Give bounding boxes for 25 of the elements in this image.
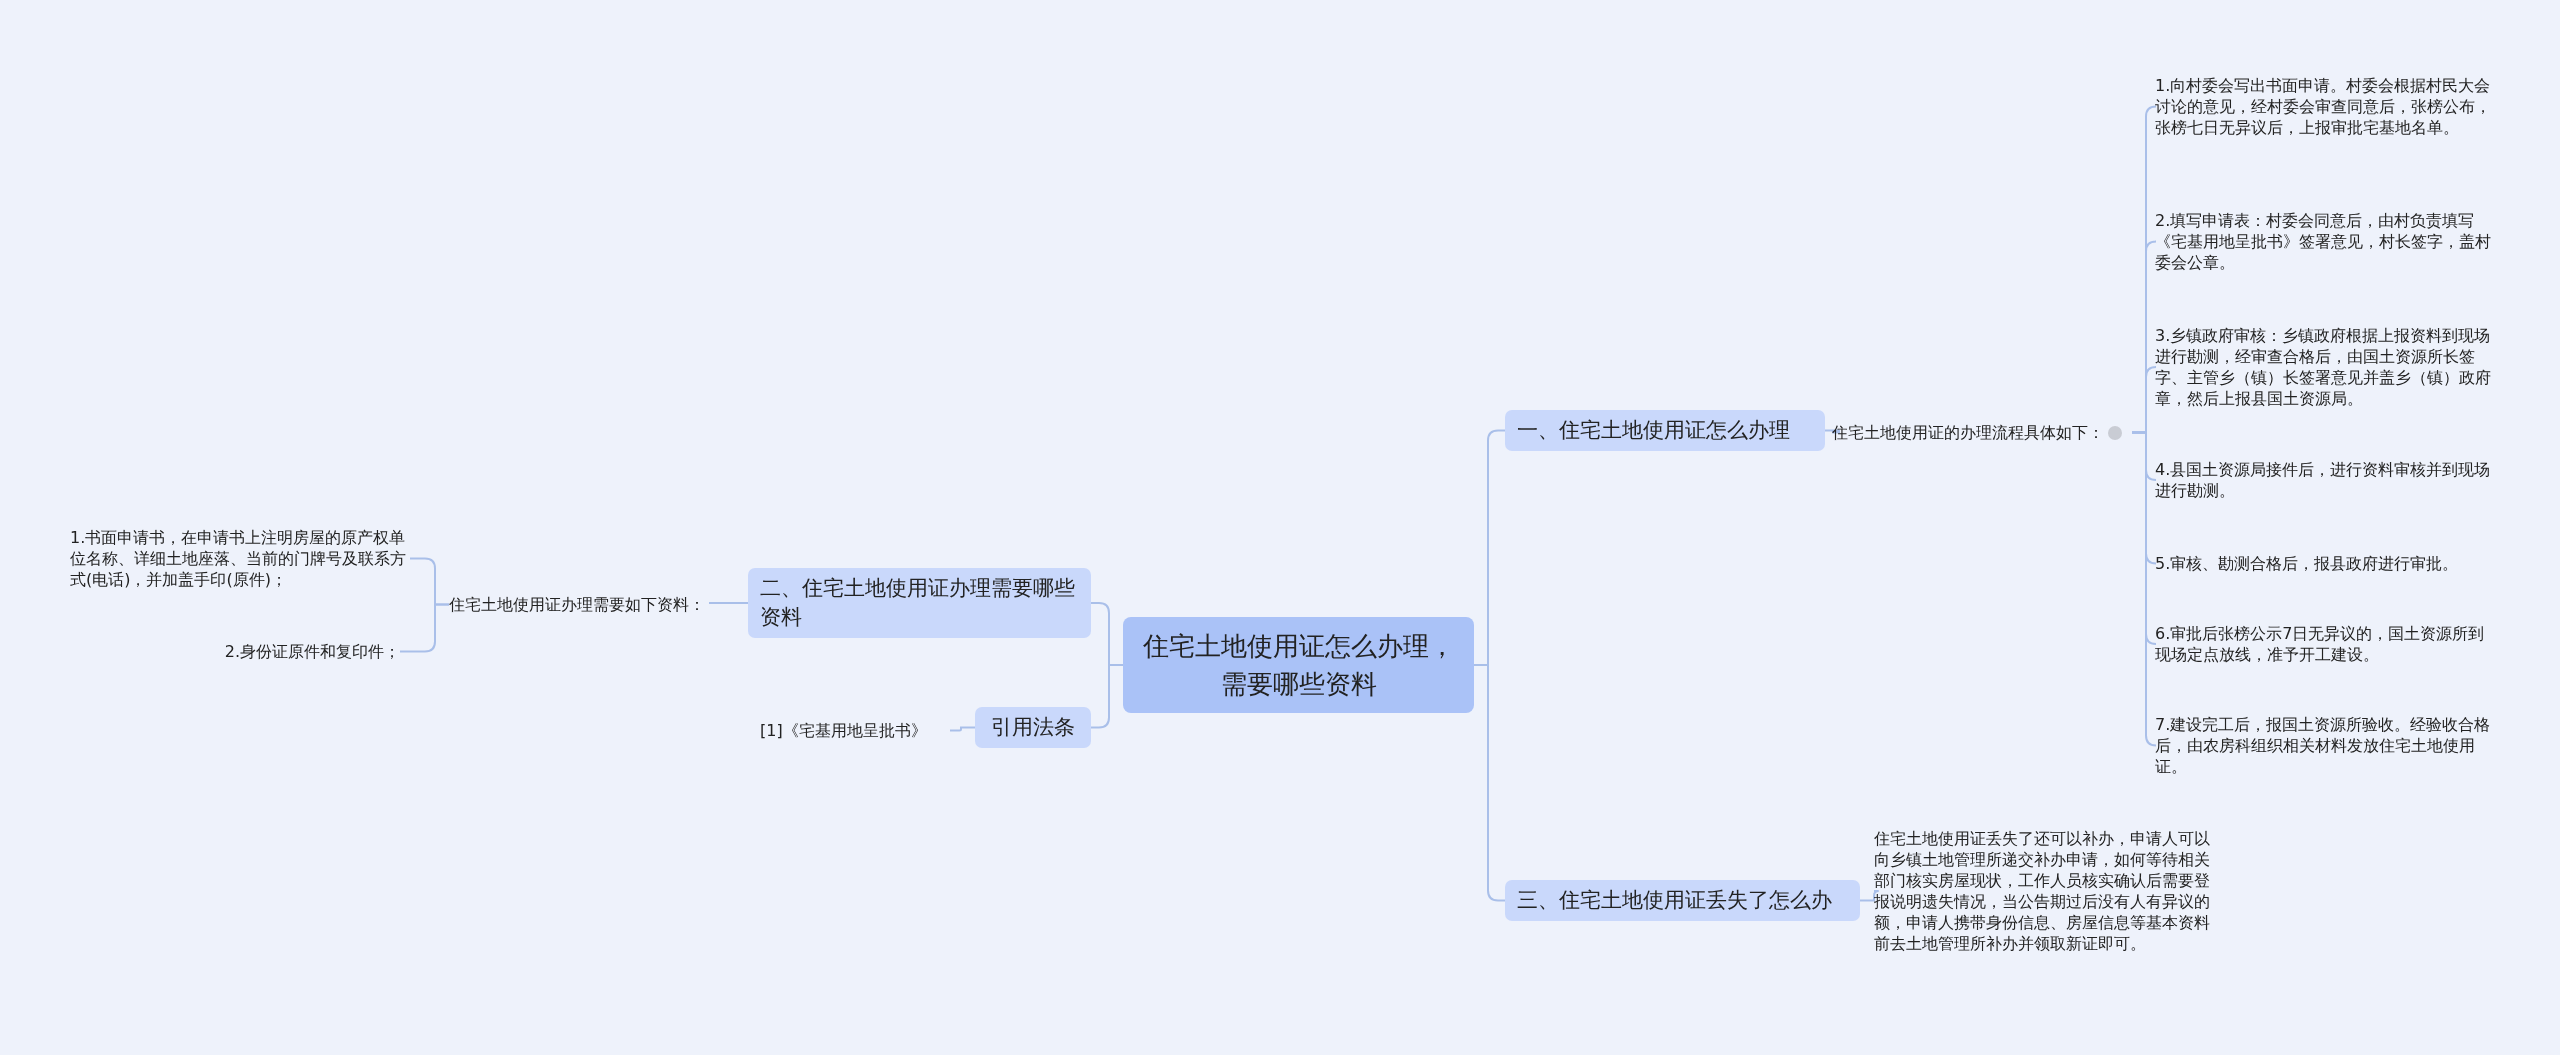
connector-line [949,726,976,732]
note-text: 1.书面申请书，在申请书上注明房屋的原产权单位名称、详细土地座落、当前的门牌号及联系方式(电话)，并加盖手印(原件)； [70,527,410,590]
note-text: 4.县国土资源局接件后，进行资料审核并到现场进行勘测。 [2155,459,2500,501]
central-topic-box: 住宅土地使用证怎么办理，需要哪些资料 [1123,617,1474,713]
topic-box: 二、住宅土地使用证办理需要哪些资料 [748,568,1091,638]
note-text: 3.乡镇政府审核：乡镇政府根据上报资料到现场进行勘测，经审查合格后，由国土资源所长签字、主管乡（镇）长签署意见并盖乡（镇）政府章，然后上报县国土资源局。 [2155,325,2500,409]
connector-line [399,603,450,653]
connector-line [2131,431,2157,747]
subtopic-text: 住宅土地使用证办理需要如下资料： [449,594,709,615]
note-text: 住宅土地使用证丢失了还可以补办，申请人可以向乡镇土地管理所递交补办申请，如何等待相关部门核实房屋现状，工作人员核实确认后需要登报说明遗失情况，当公告期过后没有人有异议的额，申请人携带身份信息、房屋信息等基本资料前去土地管理所补办并领取新证即可。 [1874,828,2219,954]
note-text: 2.填写申请表：村委会同意后，由村负责填写《宅基用地呈批书》签署意见，村长签字，盖村委会公章。 [2155,210,2500,273]
topic-box: 三、住宅土地使用证丢失了怎么办 [1505,880,1860,921]
note-text: 7.建设完工后，报国土资源所验收。经验收合格后，由农房科组织相关材料发放住宅土地使用证。 [2155,714,2500,777]
connector-line [708,602,749,604]
connector-line [1090,664,1124,729]
subtopic-text: 住宅土地使用证的办理流程具体如下： [1832,422,2104,443]
subtopic-text: [1]《宅基用地呈批书》 [760,720,950,741]
connector-line [1824,429,1841,434]
note-text: 1.向村委会写出书面申请。村委会根据村民大会讨论的意见，经村委会审查同意后，张榜公布，张榜七日无异议后，上报审批宅基地名单。 [2155,75,2500,138]
note-text: 2.身份证原件和复印件； [200,641,400,662]
note-text: 6.审批后张榜公示7日无异议的，国土资源所到现场定点放线，准予开工建设。 [2155,623,2500,665]
topic-box: 引用法条 [975,707,1091,748]
connector-line [1859,890,1880,902]
topic-box: 一、住宅土地使用证怎么办理 [1505,410,1825,451]
note-text: 5.审核、勘测合格后，报县政府进行审批。 [2155,553,2500,574]
